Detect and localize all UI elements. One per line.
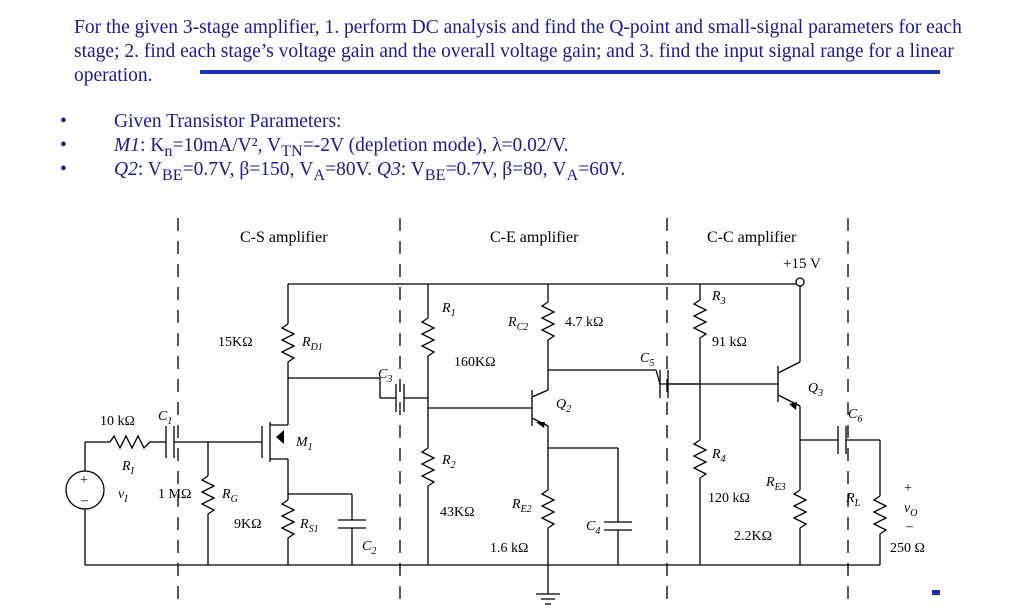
vo-plus: + <box>904 481 912 496</box>
r1-value: 160KΩ <box>454 355 496 370</box>
re2-value: 1.6 kΩ <box>490 541 528 556</box>
component-values: 10 kΩ RI vI C1 1 MΩ RG 15KΩ RD1 M1 9KΩ R… <box>100 289 925 557</box>
ri-label: RI <box>121 459 135 477</box>
c4-label: C4 <box>586 519 600 537</box>
cs-title: C-S amplifier <box>240 229 328 246</box>
rg-label: RG <box>221 487 238 505</box>
rs1-value: 9KΩ <box>234 517 262 532</box>
cs-stage-wires <box>65 283 800 566</box>
rd1-label: RD1 <box>301 335 323 353</box>
q2-name: Q2 <box>114 159 138 180</box>
q3-label: Q3 <box>808 381 823 399</box>
vi-label: vI <box>118 487 128 505</box>
q3-params: : VBE=0.7V, β=80, VA=60V. <box>400 159 626 184</box>
q2-arrow-icon <box>536 422 545 428</box>
bullet-dot: • <box>60 135 67 156</box>
bullet-m1: • M1: Kn=10mA/V², VTN=-2V (depletion mod… <box>60 134 625 160</box>
rc2-label: RC2 <box>507 315 528 333</box>
rd1-value: 15KΩ <box>218 335 253 350</box>
ri-value: 10 kΩ <box>100 414 135 429</box>
cc-title: C-C amplifier <box>707 229 797 246</box>
stage-dividers <box>177 218 849 600</box>
problem-statement: For the given 3-stage amplifier, 1. perf… <box>74 17 962 86</box>
q2-params: : VBE=0.7V, β=150, VA=80V. <box>137 159 373 184</box>
m1-params: : Kn=10mA/V², VTN=-2V (depletion mode), … <box>140 135 569 160</box>
blue-marker <box>932 590 940 595</box>
m1-label: M1 <box>295 435 313 453</box>
c3-label: C3 <box>378 367 392 385</box>
r4-label: R4 <box>711 447 726 465</box>
source-minus: – <box>80 493 89 508</box>
q3-name: Q3 <box>376 159 401 180</box>
vo-label: vO <box>904 501 917 519</box>
m1-name: M1 <box>114 135 140 156</box>
re3-label: RE3 <box>765 475 786 493</box>
re2-label: RE2 <box>511 497 532 515</box>
r2-value: 43KΩ <box>440 505 475 520</box>
rl-label: RL <box>845 491 861 509</box>
c1-label: C1 <box>158 409 172 427</box>
section-titles: C-S amplifier C-E amplifier C-C amplifie… <box>240 229 821 272</box>
r3-label: R3 <box>711 289 726 307</box>
r3-value: 91 kΩ <box>712 335 747 350</box>
vi-source-signs: + – <box>80 473 89 508</box>
bullet-q2-q3: • Q2: VBE=0.7V, β=150, VA=80V. Q3: VBE=0… <box>60 158 626 184</box>
r1-label: R1 <box>441 301 456 319</box>
r4-value: 120 kΩ <box>708 491 750 506</box>
rg-value: 1 MΩ <box>158 487 191 502</box>
m1-arrow-icon <box>276 430 284 444</box>
bullet-dot: • <box>60 159 67 180</box>
c5-label: C5 <box>640 351 654 369</box>
ce-title: C-E amplifier <box>490 229 579 246</box>
vcc-label: +15 V <box>783 256 821 272</box>
c2-label: C2 <box>362 539 376 557</box>
rl-value: 250 Ω <box>890 541 925 556</box>
source-plus: + <box>80 473 88 488</box>
q3-arrow-icon <box>789 402 797 410</box>
bullet-dot: • <box>60 111 67 132</box>
c6-label: C6 <box>848 407 862 425</box>
underline-rule <box>200 70 940 74</box>
bullet-given: • Given Transistor Parameters: <box>60 110 625 134</box>
bullet-text: Given Transistor Parameters: <box>114 111 342 132</box>
r2-label: R2 <box>441 453 456 471</box>
rs1-label: RS1 <box>299 517 319 535</box>
given-parameters: • Given Transistor Parameters: • M1: Kn=… <box>60 110 626 184</box>
vo-minus: – <box>905 519 914 534</box>
ce-stage-wires <box>420 284 700 605</box>
q2-label: Q2 <box>556 397 571 415</box>
re3-value: 2.2KΩ <box>734 529 772 544</box>
rc2-value: 4.7 kΩ <box>565 315 603 330</box>
